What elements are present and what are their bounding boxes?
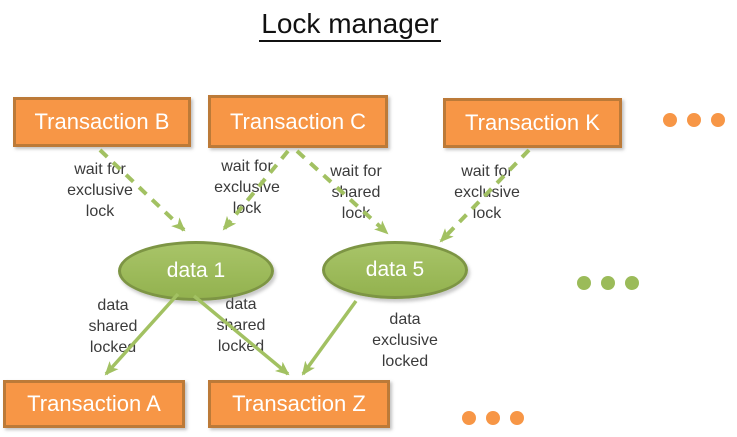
dot-icon bbox=[601, 276, 615, 290]
dot-icon bbox=[625, 276, 639, 290]
dot-icon bbox=[711, 113, 725, 127]
transaction-k-box: Transaction K bbox=[443, 98, 622, 148]
granted-label-data1-a: data shared locked bbox=[88, 297, 138, 356]
granted-label-data1-z: data shared locked bbox=[216, 296, 266, 355]
transaction-a-label: Transaction A bbox=[27, 391, 161, 416]
transaction-b-box: Transaction B bbox=[13, 97, 191, 147]
dot-icon bbox=[486, 411, 500, 425]
page-title: Lock manager bbox=[0, 8, 700, 42]
more-transactions-top-dots bbox=[663, 113, 725, 127]
transaction-k-label: Transaction K bbox=[465, 110, 600, 135]
wait-label-c-data5: wait for shared lock bbox=[330, 163, 382, 222]
data-1-node: data 1 bbox=[118, 241, 274, 301]
transaction-c-label: Transaction C bbox=[229, 108, 367, 134]
wait-label-b-data1: wait for exclusive lock bbox=[67, 161, 133, 220]
wait-label-c-data1: wait for exclusive lock bbox=[214, 158, 280, 217]
dot-icon bbox=[510, 411, 524, 425]
transaction-c-box: Transaction C bbox=[208, 95, 388, 148]
transaction-z-box: Transaction Z bbox=[208, 380, 390, 428]
dot-icon bbox=[462, 411, 476, 425]
data-5-node: data 5 bbox=[322, 241, 468, 299]
more-data-items-dots bbox=[577, 276, 639, 290]
data-5-label: data 5 bbox=[365, 258, 425, 281]
granted-arrow-data5-to-z bbox=[301, 299, 358, 376]
data-1-label: data 1 bbox=[166, 259, 226, 282]
transaction-z-label: Transaction Z bbox=[232, 391, 366, 416]
page-title-text: Lock manager bbox=[259, 8, 441, 42]
granted-label-data5-z: data exclusive locked bbox=[372, 311, 438, 370]
dot-icon bbox=[577, 276, 591, 290]
dot-icon bbox=[663, 113, 677, 127]
more-transactions-bottom-dots bbox=[462, 411, 524, 425]
transaction-a-box: Transaction A bbox=[3, 380, 185, 428]
transaction-b-label: Transaction B bbox=[34, 109, 170, 134]
dot-icon bbox=[687, 113, 701, 127]
wait-label-k-data5: wait for exclusive lock bbox=[454, 163, 520, 222]
